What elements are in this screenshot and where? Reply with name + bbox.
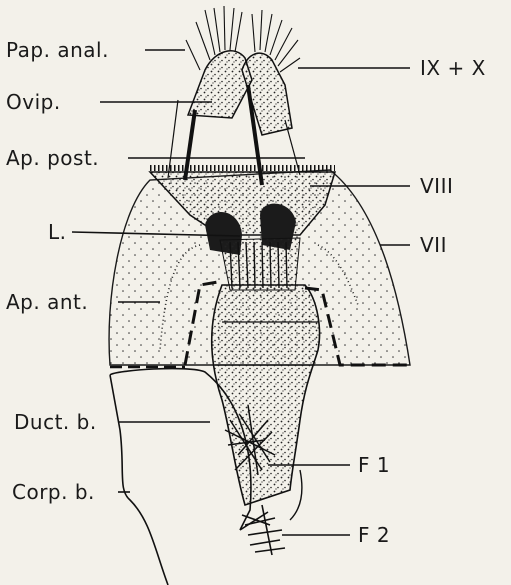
label-ap-ant: Ap. ant.: [6, 292, 88, 312]
label-vii: VII: [420, 235, 447, 255]
label-ix-x: IX + X: [420, 58, 486, 78]
label-viii: VIII: [420, 176, 453, 196]
signum-f2: [240, 505, 285, 555]
corpus-bursae-outline: [110, 369, 251, 585]
apophysis-posterior-left-thin: [168, 100, 178, 178]
label-f1: F 1: [358, 455, 390, 475]
label-ap-post: Ap. post.: [6, 148, 99, 168]
label-corp-b: Corp. b.: [12, 482, 95, 502]
label-l: L.: [48, 222, 67, 242]
ductus-bursae: [212, 285, 320, 505]
papilla-analis-right: [242, 53, 292, 135]
papilla-analis-left: [188, 51, 252, 118]
label-pap-anal: Pap. anal.: [6, 40, 109, 60]
label-duct-b: Duct. b.: [14, 412, 97, 432]
label-ovip: Ovip.: [6, 92, 61, 112]
label-f2: F 2: [358, 525, 390, 545]
